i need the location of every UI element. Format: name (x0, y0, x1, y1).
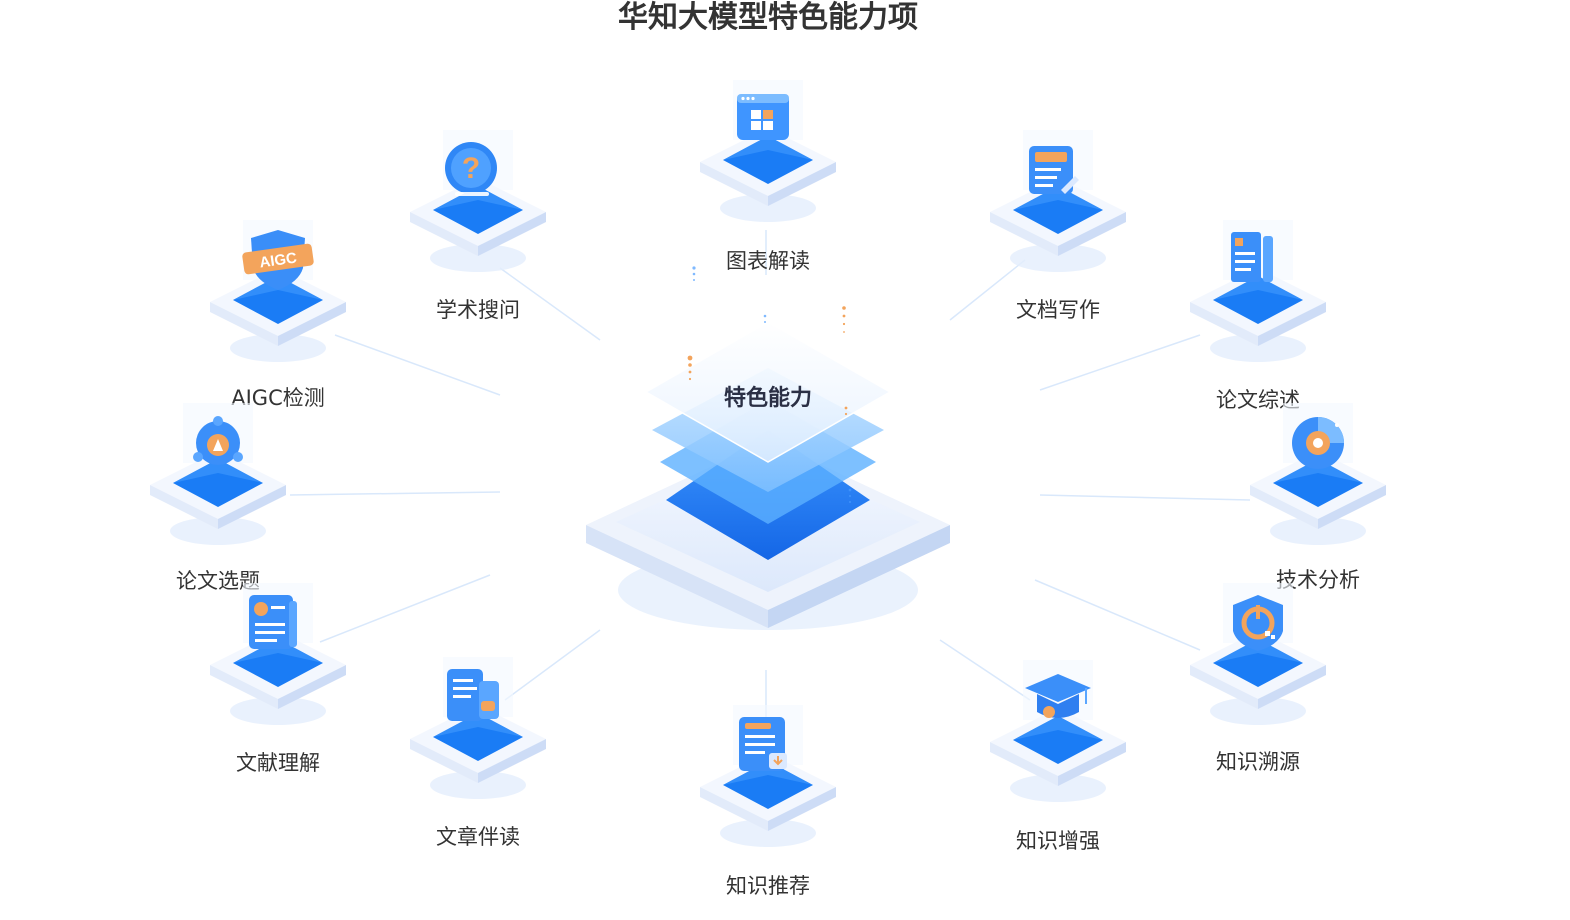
connector-line-trace (1034, 579, 1201, 651)
node-aigc: AIGC (203, 220, 353, 370)
aigc-badge-icon: AIGC (210, 220, 346, 362)
node-enhance (983, 660, 1133, 810)
node-topic (143, 403, 293, 553)
node-review (1183, 220, 1333, 370)
profile-doc-icon (210, 583, 346, 725)
connector-line-review (1039, 334, 1201, 391)
node-recommend (693, 705, 843, 855)
node-search: ? (403, 130, 553, 280)
connector-line-reading (504, 629, 601, 701)
node-chart (693, 80, 843, 230)
node-label-search: 学术搜问 (436, 298, 520, 322)
connector-line-aigc (334, 334, 501, 396)
node-reading (403, 657, 553, 807)
connector-line-topic (289, 491, 501, 496)
node-label-chart: 图表解读 (726, 249, 810, 273)
graduation-cap-icon (990, 660, 1126, 802)
node-label-trace: 知识溯源 (1216, 750, 1300, 774)
question-bubble-icon: ? (410, 130, 546, 272)
node-label-recommend: 知识推荐 (726, 874, 810, 898)
node-literature (203, 583, 353, 733)
connector-line-tech (1039, 494, 1251, 501)
window-grid-icon (700, 80, 836, 222)
document-edit-icon (990, 130, 1126, 272)
aigc-badge-text: AIGC (258, 249, 298, 271)
connector-line-write (949, 259, 1026, 321)
download-doc-icon (700, 705, 836, 847)
connector-line-literature (319, 574, 491, 643)
books-icon (1190, 220, 1326, 362)
node-label-literature: 文献理解 (236, 751, 320, 775)
network-icon (150, 403, 286, 545)
node-label-reading: 文章伴读 (436, 825, 520, 849)
svg-text:?: ? (462, 152, 480, 185)
connector-line-search (499, 267, 601, 341)
pie-chart-icon (1250, 403, 1386, 545)
connector-line-enhance (939, 639, 1031, 701)
power-target-icon (1190, 583, 1326, 725)
node-label-write: 文档写作 (1016, 298, 1100, 322)
node-tech (1243, 403, 1393, 553)
node-trace (1183, 583, 1333, 733)
page-title: 华知大模型特色能力项 (618, 0, 918, 35)
center-label: 特色能力 (723, 386, 812, 411)
node-label-enhance: 知识增强 (1016, 829, 1100, 853)
chat-doc-icon (410, 657, 546, 799)
node-write (983, 130, 1133, 280)
